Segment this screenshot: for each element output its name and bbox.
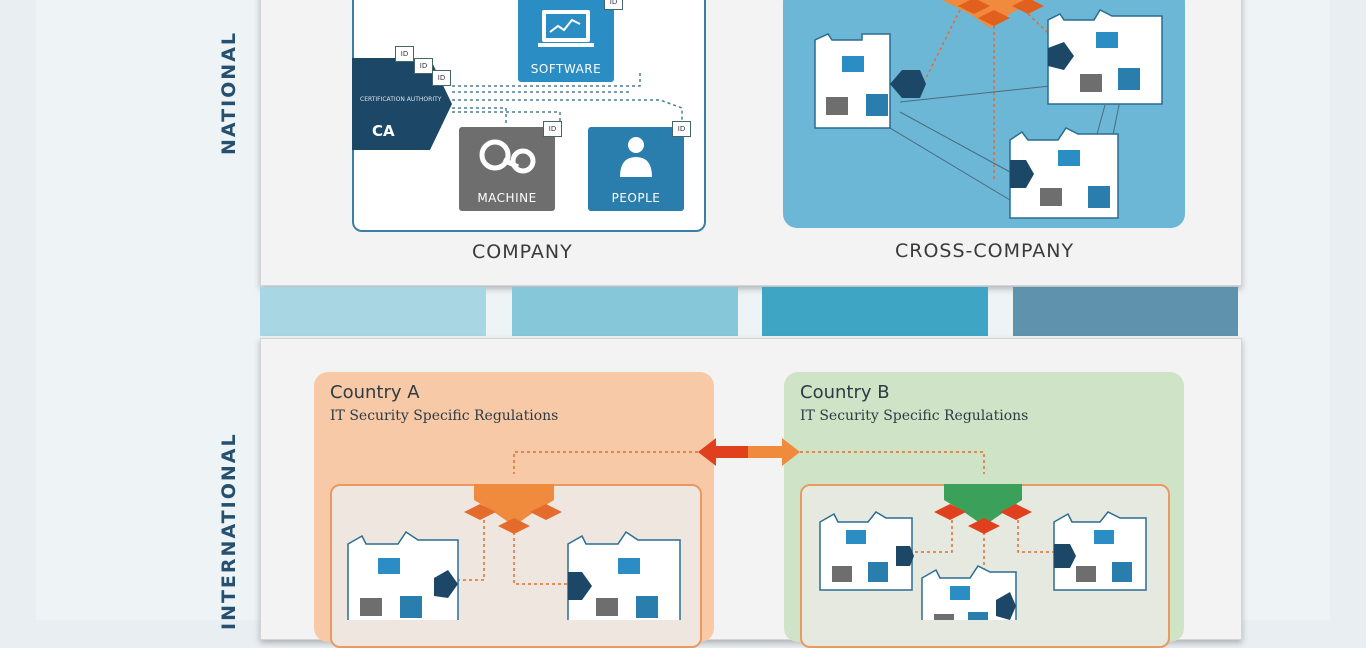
country-b-subtitle: IT Security Specific Regulations: [800, 408, 1029, 424]
machine-id-tag: ID: [543, 121, 562, 137]
country-b-title: Country B: [800, 382, 890, 403]
ca-id-tag-1: ID: [395, 46, 414, 62]
people-id-tag: ID: [672, 121, 691, 137]
color-bar-3: [762, 287, 988, 336]
cross-company-network: [814, 0, 1163, 219]
company-caption: COMPANY: [472, 241, 573, 263]
machine-node: MACHINE: [459, 127, 555, 211]
color-bar-2: [512, 287, 738, 336]
international-network: [347, 438, 1147, 620]
laptop-chart-icon: [538, 10, 594, 47]
software-node: SOFTWARE: [518, 0, 614, 82]
company-connectors: [452, 70, 683, 128]
cross-company-caption: CROSS-COMPANY: [895, 240, 1075, 262]
country-a-subtitle: IT Security Specific Regulations: [330, 408, 559, 424]
color-bar-1: [260, 287, 486, 336]
software-label: SOFTWARE: [530, 62, 602, 76]
person-icon: [620, 137, 652, 177]
color-bar-4: [1013, 287, 1238, 336]
people-node: PEOPLE: [588, 127, 684, 211]
country-a-title: Country A: [330, 382, 420, 403]
gears-icon: [479, 139, 536, 174]
software-id-tag: ID: [604, 0, 623, 10]
machine-label: MACHINE: [477, 191, 537, 205]
ca-small-label: CERTIFICATION AUTHORITY: [360, 96, 442, 103]
ca-big-label: CA: [372, 122, 395, 140]
people-label: PEOPLE: [611, 191, 661, 205]
ca-id-tag-2: ID: [414, 58, 433, 74]
ca-id-tag-3: ID: [432, 70, 451, 86]
